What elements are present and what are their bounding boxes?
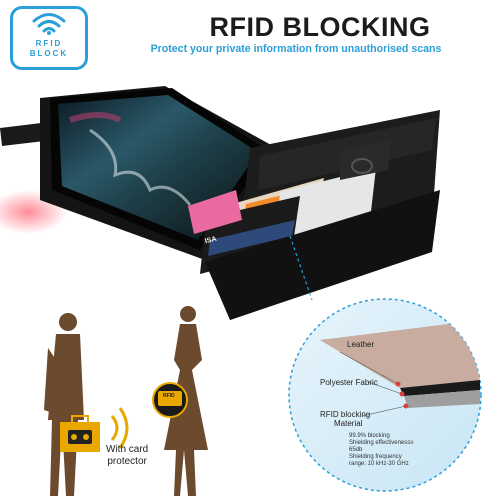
polyester-layer [400,380,480,396]
polyester-label: Polyester Fabric [320,378,378,387]
card-stripe [208,220,295,256]
rfid-material-label: RFID blocking Material [320,410,371,428]
page-subtitle: Protect your private information from un… [150,43,442,55]
woman-figure [164,324,208,496]
page-title: RFID BLOCKING [209,12,431,42]
man-arm [44,348,56,412]
screen-wave [89,128,192,206]
wifi-signal-icon [32,13,66,35]
signal-arc-2 [118,407,129,449]
banknote [188,190,242,234]
rfid-layer [404,390,480,408]
rfid-blocked-card [158,391,182,406]
material-layers-magnifier [288,298,482,492]
man-head [59,313,77,331]
rfid-card-label: RFID [163,393,175,399]
callout-line [289,235,313,301]
with-card-protector-label: With card protector [106,444,149,467]
rfid-block-badge: RFID BLOCK [10,6,88,70]
wallet-pocket [205,190,440,320]
screen-highlight [69,112,122,123]
card-silver [276,168,376,244]
man-figure [48,334,84,496]
badge-line-1: RFID [35,39,63,48]
leather-layer [320,320,480,388]
wallet-clasp [351,158,373,174]
signal-arc-1 [110,415,119,441]
card-icon-on-briefcase [68,430,92,444]
leather-label: Leather [347,340,375,349]
briefcase-handle [71,415,89,424]
people-illustration [44,306,208,496]
wallet-case-illustration [0,86,440,320]
woman-head [180,306,196,322]
badge-line-2: BLOCK [29,49,69,58]
shielding-specs: 99.9% blocking Shielding effectiveness≥ … [349,433,414,467]
